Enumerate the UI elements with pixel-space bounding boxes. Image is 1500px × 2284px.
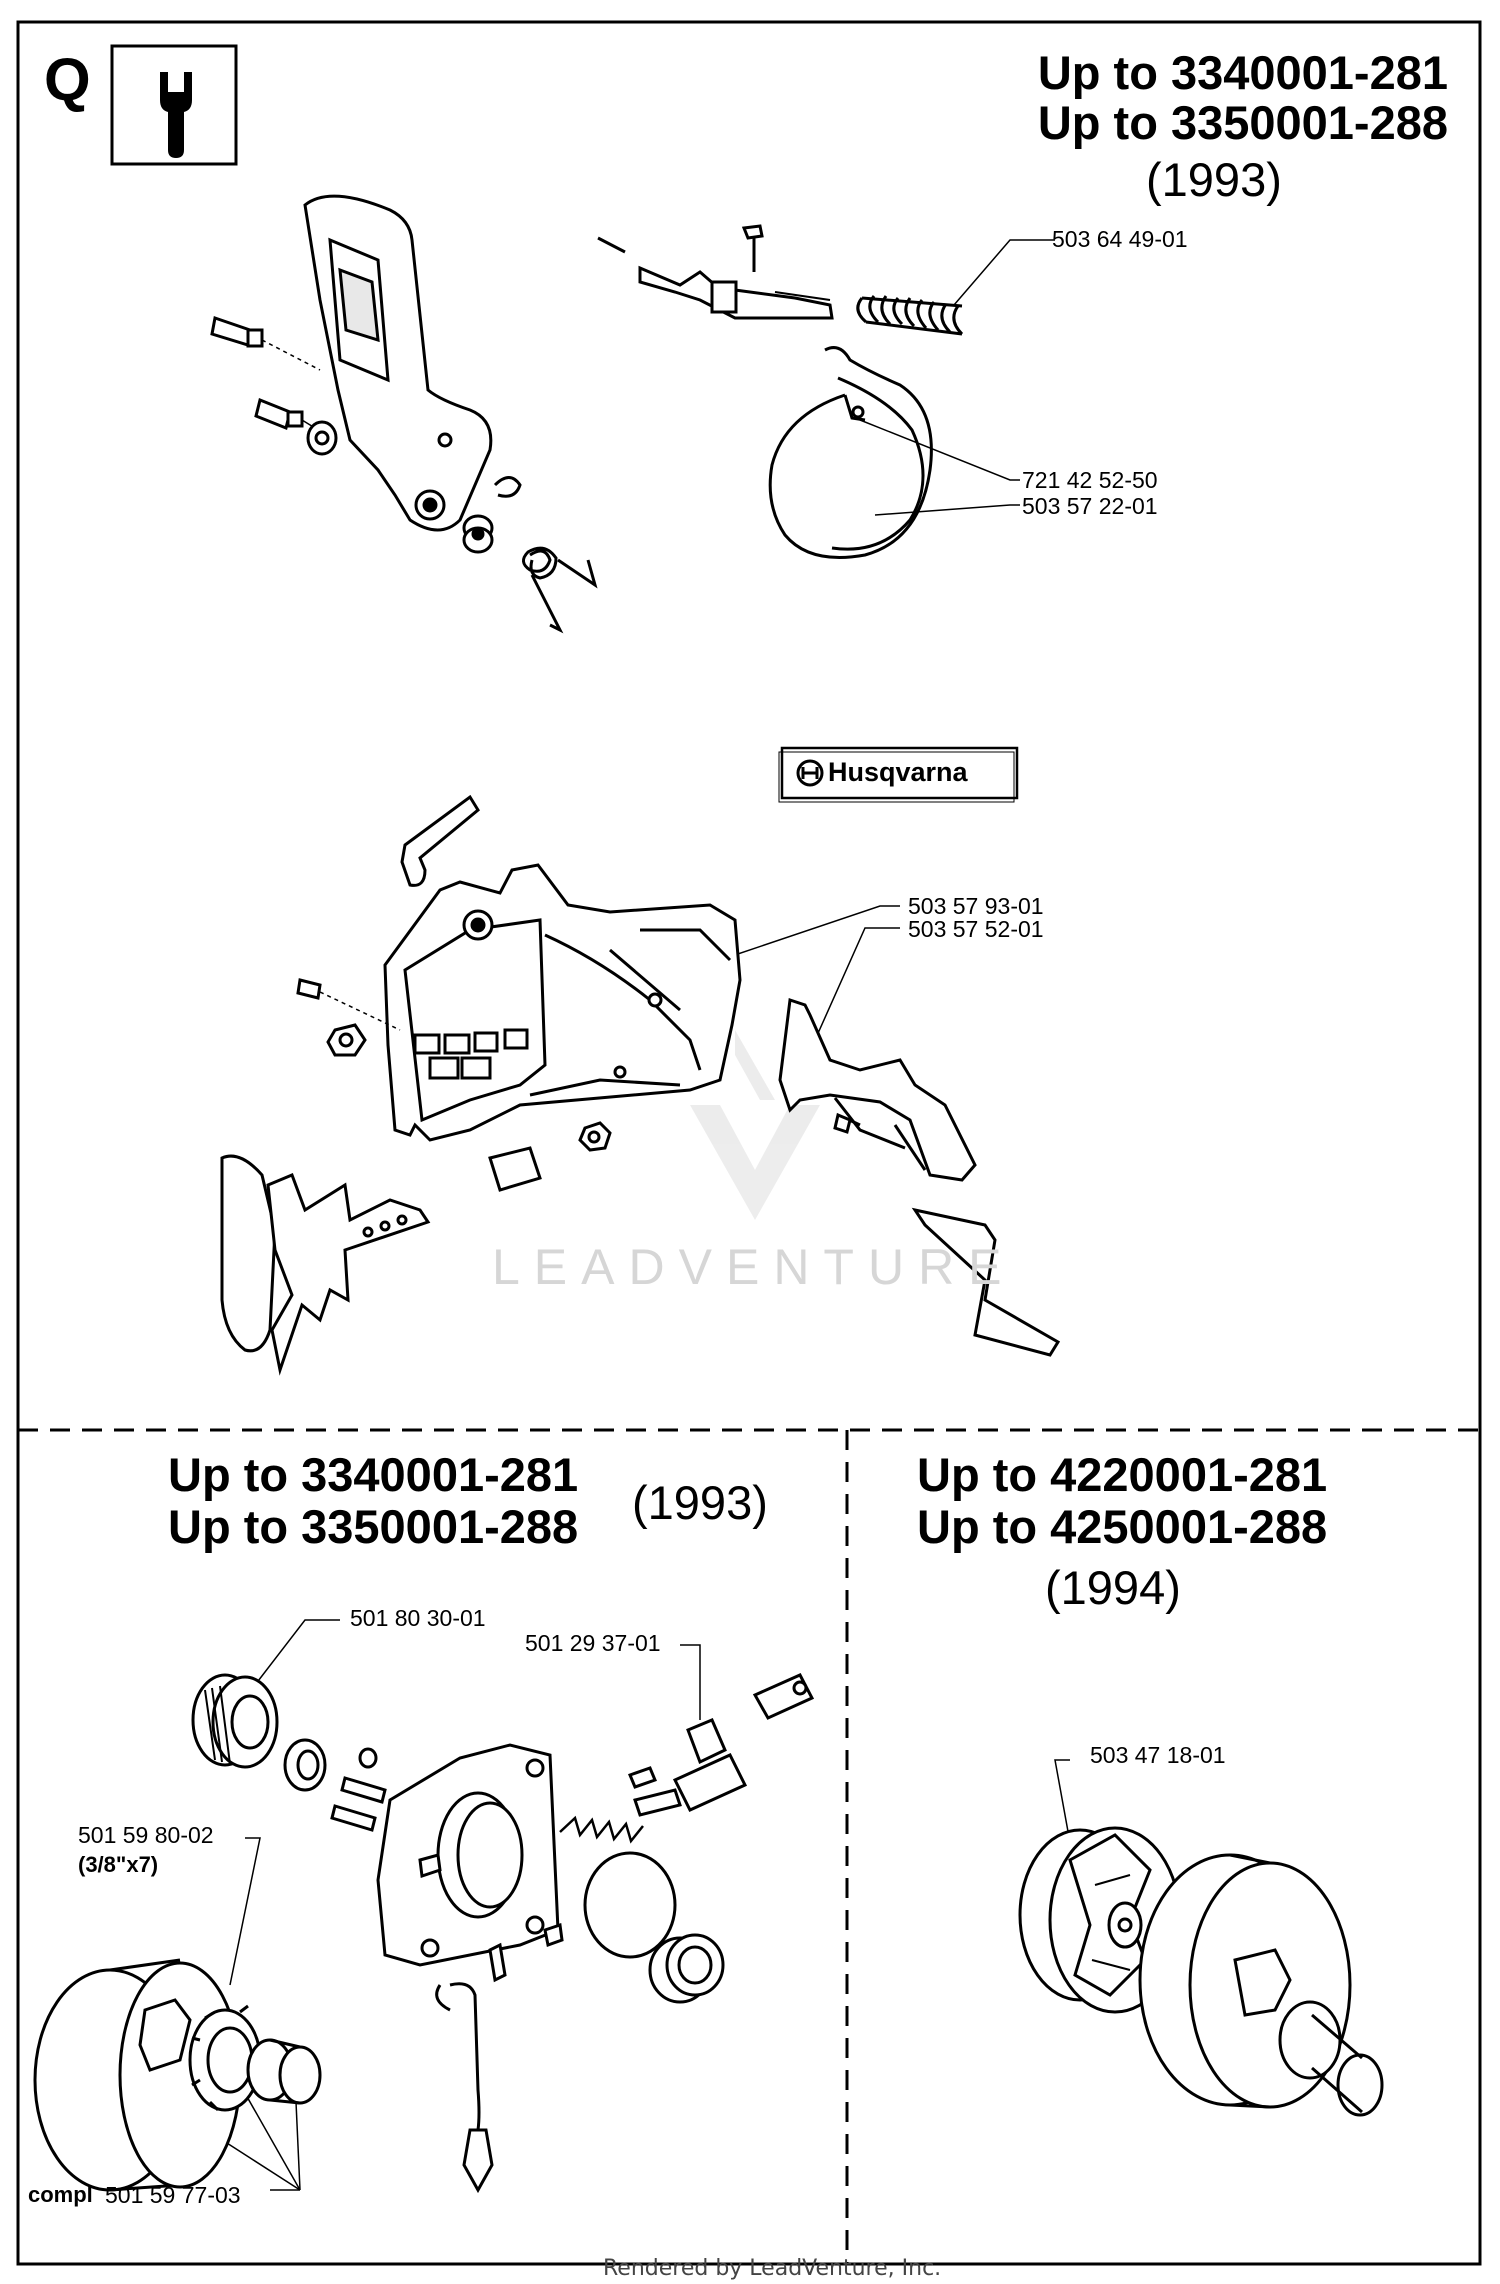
part-number-501-80-30-01: 501 80 30-01 <box>350 1605 486 1631</box>
oil-hose <box>435 1982 494 2194</box>
top-header-line-1: Up to 3340001-281 <box>1037 46 1448 99</box>
pump-screws <box>330 1747 387 1832</box>
chain-catcher-plate <box>778 997 977 1182</box>
pump-o-ring <box>583 1851 677 1959</box>
top-header-line-2: Up to 3350001-288 <box>1037 96 1448 149</box>
needle-bearing-left <box>246 2038 322 2105</box>
part-number-503-57-93-01: 503 57 93-01 <box>908 893 1044 919</box>
cover-top-clip <box>400 794 480 887</box>
wrench-icon <box>110 44 238 166</box>
part-number-503-57-52-01: 503 57 52-01 <box>908 916 1044 942</box>
husqvarna-crown-icon <box>796 759 824 787</box>
brand-label: Husqvarna <box>828 757 968 787</box>
compl-prefix: compl <box>28 2182 93 2207</box>
top-header-year: (1993) <box>1146 153 1282 206</box>
clutch-cover <box>383 863 742 1142</box>
left-header-line-2: Up to 3350001-288 <box>168 1500 579 1553</box>
brake-handle-spring <box>522 546 598 634</box>
pump-fittings <box>488 1923 564 1983</box>
oil-pump-gear <box>191 1673 279 1769</box>
guide-plate-right <box>911 1207 1061 1357</box>
chain-brake-handle <box>303 194 493 532</box>
pump-shaft <box>628 1673 815 1817</box>
pump-spring <box>559 1815 644 1844</box>
footer-credit: Rendered by LeadVenture, Inc. <box>603 2256 942 2281</box>
part-number-503-47-18-01: 503 47 18-01 <box>1090 1742 1226 1768</box>
pump-washer <box>283 1738 327 1792</box>
part-number-501-59-77-03: 501 59 77-03 <box>105 2182 241 2208</box>
watermark-logo <box>690 1030 820 1220</box>
clutch-shoes <box>1018 1826 1182 2014</box>
brake-handle-screw <box>254 397 338 456</box>
watermark-text: LEADVENTURE <box>492 1239 1016 1295</box>
section-letter: Q <box>44 46 91 113</box>
cover-nut <box>488 1121 612 1192</box>
brake-spring <box>856 295 964 336</box>
husqvarna-decal <box>778 746 1019 803</box>
needle-bearing-right <box>1278 2000 1384 2117</box>
oil-pump-housing <box>376 1743 560 1967</box>
right-header-line-2: Up to 4250001-288 <box>917 1500 1328 1553</box>
spur-sprocket-left <box>188 2004 262 2112</box>
cover-plate-left <box>220 1154 431 1376</box>
left-header-year: (1993) <box>632 1476 768 1529</box>
brake-handle-bushing <box>462 514 494 554</box>
part-number-501-29-37-01: 501 29 37-01 <box>525 1630 661 1656</box>
brake-lever <box>597 224 834 320</box>
brake-handle-ring <box>493 476 522 498</box>
brake-handle-bolt <box>210 316 321 371</box>
part-number-503-64-49-01: 503 64 49-01 <box>1052 226 1188 252</box>
part-note-chain-pitch: (3/8"x7) <box>78 1852 159 1877</box>
brake-band <box>768 346 933 559</box>
right-header-year: (1994) <box>1045 1561 1181 1614</box>
pump-seal <box>648 1933 725 2004</box>
right-header-line-1: Up to 4220001-281 <box>917 1448 1328 1501</box>
part-number-503-57-22-01: 503 57 22-01 <box>1022 493 1158 519</box>
leader-lines-top <box>719 239 1055 1041</box>
left-header-line-1: Up to 3340001-281 <box>168 1448 579 1501</box>
part-number-721-42-52-50: 721 42 52-50 <box>1022 467 1158 493</box>
cover-screw <box>296 978 401 1057</box>
part-number-501-59-80-02: 501 59 80-02 <box>78 1822 214 1848</box>
page-frame <box>16 20 1482 2266</box>
